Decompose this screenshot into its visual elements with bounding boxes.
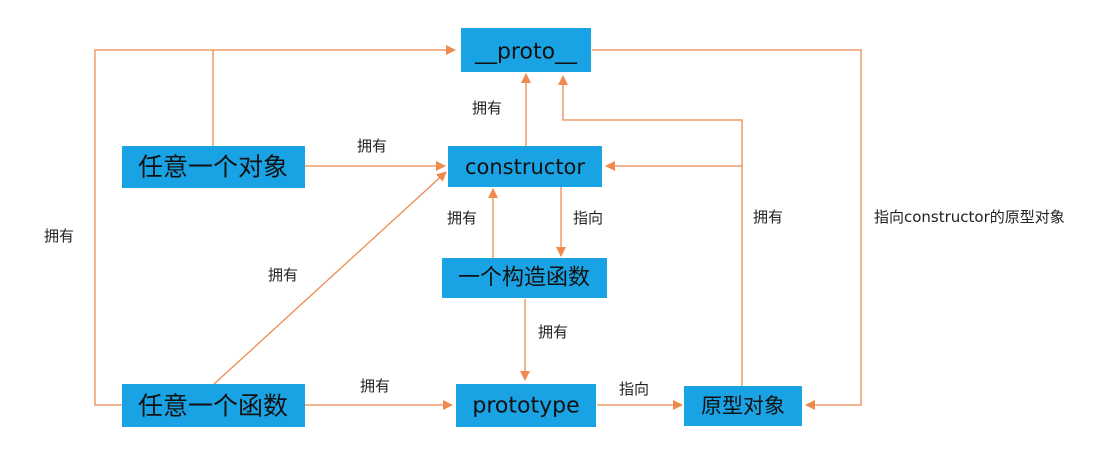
label-ctor-fn-to-prototype: 拥有 (538, 323, 568, 341)
label-proto-to-proto-object: 指向constructor的原型对象 (874, 208, 1065, 226)
label-constructor-to-ctor-fn: 指向 (573, 209, 603, 227)
node-constructor: constructor (448, 146, 602, 187)
node-constructor-function: 一个构造函数 (442, 258, 607, 298)
edge-labels: 拥有 拥有 拥有 拥有 指向 拥有 拥有 拥有 指向 拥有 指向construc… (44, 99, 1065, 398)
label-function-to-prototype: 拥有 (360, 377, 390, 395)
svg-text:任意一个函数: 任意一个函数 (138, 392, 288, 421)
label-outer-left: 拥有 (44, 227, 74, 245)
node-prototype-object: 原型对象 (684, 386, 802, 426)
label-object-to-constructor: 拥有 (357, 137, 387, 155)
edge-proto-to-proto-object (592, 49, 862, 410)
node-prototype: prototype (456, 384, 596, 427)
node-proto: __proto__ (461, 28, 591, 72)
svg-text:__proto__: __proto__ (474, 40, 578, 65)
svg-text:原型对象: 原型对象 (701, 394, 785, 418)
edge-function-to-constructor (212, 171, 447, 386)
svg-text:prototype: prototype (472, 394, 579, 419)
label-ctor-fn-to-constructor: 拥有 (447, 209, 477, 227)
edge-function-to-proto-outer (94, 45, 456, 406)
svg-text:constructor: constructor (465, 155, 585, 179)
edges (94, 45, 862, 410)
node-any-object: 任意一个对象 (122, 146, 305, 188)
label-proto-object-to-constructor: 拥有 (753, 208, 783, 226)
node-any-function: 任意一个函数 (122, 384, 305, 427)
label-function-to-constructor: 拥有 (268, 266, 298, 284)
edge-proto-object-to-proto (558, 75, 743, 166)
label-prototype-to-proto-object: 指向 (619, 380, 649, 398)
svg-text:一个构造函数: 一个构造函数 (458, 266, 590, 291)
edge-proto-object-to-constructor (605, 161, 743, 386)
label-constructor-to-proto: 拥有 (472, 99, 502, 117)
svg-text:任意一个对象: 任意一个对象 (138, 153, 288, 182)
